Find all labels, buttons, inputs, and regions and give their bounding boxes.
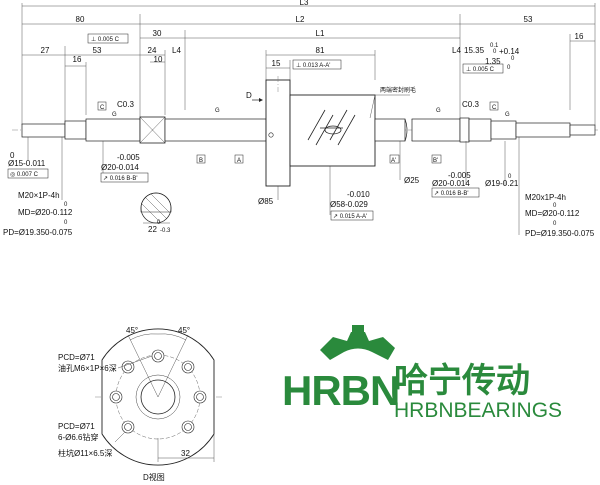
md-right-tol: 0: [553, 203, 557, 209]
phi20-left: Ø20-0.014: [101, 163, 139, 172]
nut-helix-mark: [307, 109, 356, 146]
nut-od-tol: -0.010: [347, 190, 370, 199]
md-right: MD=Ø20-0.112: [525, 209, 580, 218]
flange-end-view: 45° 45° PCD=Ø71 油孔M6×1P×6深 PCD=Ø71 6-Ø6.…: [58, 326, 222, 482]
dim-80: 80: [76, 15, 85, 24]
d22-tol: -0.3: [160, 228, 171, 234]
counterbore-label: 柱坑Ø11×6.5深: [58, 448, 112, 458]
dim-16-right: 16: [575, 32, 584, 41]
tolerance-frames-top: ⊥ 0.005 C ⊥ 0.013 A-A' ⊥ 0.005 C: [87, 33, 504, 74]
pcd-label-2: PCD=Ø71: [58, 422, 95, 431]
grind-mark-4: G: [505, 112, 510, 118]
bolt-holes: [109, 349, 207, 434]
tol-0-1: 0.1: [490, 43, 499, 49]
view-mark-d: D: [246, 91, 252, 100]
dim-30: 30: [153, 29, 162, 38]
tolerance-3: ⊥ 0.005 C: [466, 66, 495, 73]
tol-0a: 0: [511, 56, 515, 62]
gear-icon: [320, 325, 395, 360]
logo-letters: HRBN: [282, 367, 399, 414]
brand-name-en: HRBNBEARINGS: [394, 399, 562, 422]
phi15-tol: 0: [10, 151, 15, 160]
tolerance-4: ◎ 0.007 C: [10, 172, 39, 178]
tolerance-2: ⊥ 0.013 A-A': [296, 62, 330, 69]
pd-right-tol: 0: [553, 221, 557, 227]
grind-mark-1: G: [112, 112, 117, 118]
d-section-view: 0 22 -0.3: [140, 192, 172, 234]
datum-b: B: [199, 158, 203, 164]
grind-mark-3: G: [436, 108, 441, 114]
datum-c-left: C: [100, 105, 105, 111]
d22-tol-0: 0: [157, 220, 161, 226]
md-left: MD=Ø20-0.112: [18, 208, 73, 217]
dim-l2: L2: [296, 15, 305, 24]
angle-right-45: 45°: [178, 326, 190, 335]
phi20-right: Ø20-0.014: [432, 179, 470, 188]
dim-24: 24: [148, 46, 157, 55]
datum-a-prime: A': [391, 158, 396, 164]
tolerance-6: ↗ 0.016 B-B': [434, 191, 469, 197]
tolerance-1: ⊥ 0.005 C: [91, 36, 120, 43]
angle-left-45: 45°: [126, 326, 138, 335]
oil-hole-label: 油孔M6×1P×6深: [58, 363, 117, 373]
tol-0b: 0: [507, 65, 511, 71]
chamfer-c03-left: C0.3: [117, 100, 134, 109]
dim-15-35: 15.35: [464, 46, 485, 55]
mount-holes-label: 6-Ø6.6钻穿: [58, 432, 98, 442]
nut-seal-label: 两端密封刷毛: [380, 86, 416, 94]
dim-27: 27: [41, 46, 50, 55]
dim-53-left: 53: [93, 46, 102, 55]
brand-logo: HRBN 哈宁传动 HRBNBEARINGS: [282, 325, 562, 422]
thread-left: M20×1P-4h: [18, 191, 60, 200]
pd-left-tol: 0: [64, 220, 68, 226]
dim-16-left: 16: [73, 55, 82, 64]
pd-left: PD=Ø19.350-0.075: [3, 228, 73, 237]
flange-diameter: Ø85: [258, 197, 274, 206]
chamfer-c03-right: C0.3: [462, 100, 479, 109]
tolerance-5: ↗ 0.016 B-B': [103, 176, 138, 182]
phi25: Ø25: [404, 176, 420, 185]
dim-l4-left: L4: [172, 46, 181, 55]
datum-b-prime: B': [433, 158, 438, 164]
datum-c-right: C: [492, 105, 497, 111]
phi19-tol: 0: [508, 174, 512, 180]
md-left-tol: 0: [64, 202, 68, 208]
d-view-title: D视图: [143, 472, 165, 482]
phi20-tol-right: -0.005: [448, 171, 471, 180]
dim-l4-right: L4: [452, 46, 461, 55]
dim-1-35: 1.35: [485, 57, 501, 66]
dim-81: 81: [316, 46, 325, 55]
nut-od: Ø58-0.029: [330, 200, 368, 209]
grind-mark-2: G: [215, 108, 220, 114]
brand-name-cn: 哈宁传动: [394, 362, 530, 400]
phi20-tol-left: -0.005: [117, 153, 140, 162]
ball-screw-shaft: C0.3 C0.3 D 两端密封刷毛 C B A A' B' C G G G G: [12, 76, 598, 187]
pd-right: PD=Ø19.350-0.075: [525, 229, 595, 238]
dim-32: 32: [181, 449, 190, 458]
overall-dimensions: L3 80 L2 53 27 53 30 L1 16 16 24 L4 L4 1…: [21, 0, 596, 125]
dim-15: 15: [272, 59, 281, 68]
pcd-label-1: PCD=Ø71: [58, 353, 95, 362]
tolerance-7: ↗ 0.015 A-A': [333, 214, 367, 220]
tol-0c: 0: [493, 49, 497, 55]
shaft-lower-dimensions: 0 Ø15-0.011 ◎ 0.007 C -0.005 Ø20-0.014 ↗…: [3, 137, 595, 238]
dim-l1: L1: [316, 29, 325, 38]
phi15: Ø15-0.011: [8, 159, 46, 168]
dim-l3: L3: [300, 0, 309, 7]
datum-a: A: [237, 158, 241, 164]
tol-0-14: +0.14: [499, 47, 520, 56]
thread-right: M20x1P-4h: [525, 193, 566, 202]
phi19: Ø19-0.21: [485, 179, 519, 188]
dim-53-right: 53: [524, 15, 533, 24]
dim-10: 10: [154, 55, 163, 64]
dim-22: 22: [148, 225, 157, 234]
